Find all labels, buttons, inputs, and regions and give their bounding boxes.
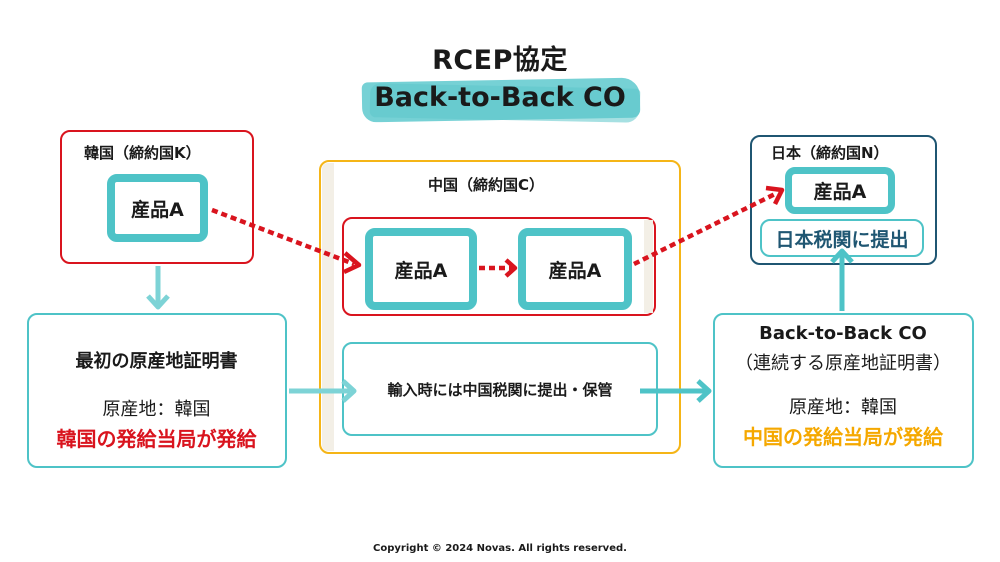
- china-product-in-box: 産品A: [365, 228, 477, 310]
- diagram-title: RCEP協定: [432, 45, 568, 76]
- china-customs-text: 輸入時には中国税関に提出・保管: [387, 380, 613, 399]
- china-box-shading: [322, 163, 334, 451]
- china-label: 中国（締約国C）: [428, 176, 545, 194]
- copyright-text: Copyright © 2024 Novas. All rights reser…: [373, 543, 627, 554]
- diagram-subtitle: Back-to-Back CO: [374, 82, 626, 113]
- korea-product-box: 産品A: [107, 174, 208, 242]
- japan-product-box: 産品A: [785, 167, 895, 214]
- first-co-title: 最初の原産地証明書: [75, 351, 238, 372]
- transit-box-shading: [644, 220, 653, 313]
- first-co-box: 最初の原産地証明書 原産地：韓国 韓国の発給当局が発給: [27, 313, 287, 468]
- china-product-out-box: 産品A: [518, 228, 632, 310]
- b2b-co-subtitle: （連続する原産地証明書）: [735, 353, 951, 374]
- teal-arrowhead-korea-to-first-co: [146, 294, 170, 310]
- b2b-co-issuer: 中国の発給当局が発給: [743, 425, 943, 449]
- b2b-co-title: Back-to-Back CO: [759, 323, 927, 344]
- teal-arrowhead-china-to-b2b-co: [696, 379, 712, 403]
- first-co-origin: 原産地：韓国: [102, 399, 211, 420]
- b2b-co-box: Back-to-Back CO （連続する原産地証明書） 原産地：韓国 中国の発…: [713, 313, 974, 468]
- b2b-co-origin: 原産地：韓国: [789, 397, 897, 418]
- first-co-issuer: 韓国の発給当局が発給: [56, 427, 257, 451]
- japan-customs-box: 日本税関に提出: [760, 219, 924, 257]
- korea-label: 韓国（締約国K）: [84, 144, 201, 162]
- japan-label: 日本（締約国N）: [771, 144, 889, 162]
